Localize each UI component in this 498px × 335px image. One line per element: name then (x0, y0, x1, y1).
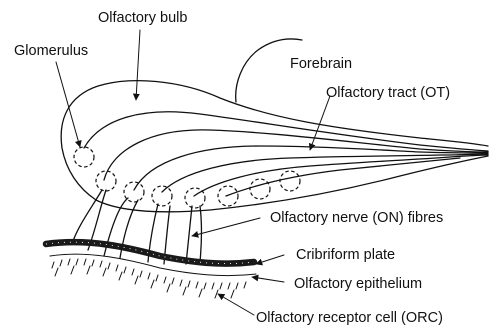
glomerulus-circle (152, 186, 172, 206)
glomeruli (74, 147, 300, 208)
glomerulus-circle (280, 171, 300, 191)
olfactory-tract-lower-outline (96, 156, 488, 212)
glomerulus-label: Glomerulus (14, 43, 88, 59)
receptor-cell-label: Olfactory receptor cell (ORC) (256, 310, 443, 326)
olfactory-bulb-label: Olfactory bulb (98, 10, 187, 26)
forebrain-label: Forebrain (290, 56, 352, 72)
cribriform-plate-arrow (256, 255, 284, 264)
cribriform-plate-label: Cribriform plate (296, 247, 395, 263)
glomerulus-circle (74, 147, 94, 167)
glomerulus-arrow (56, 62, 80, 147)
olfactory-epithelium-label: Olfactory epithelium (294, 276, 422, 292)
glomerulus-circle (218, 186, 238, 206)
tract-fibres (84, 112, 488, 196)
receptor-cell-arrow (218, 294, 254, 315)
glomerulus-circle (185, 188, 205, 208)
olfactory-tract-label: Olfactory tract (OT) (326, 85, 450, 101)
olfactory-nerve-arrow (192, 218, 260, 236)
olfactory-epithelium-arrow (252, 277, 284, 282)
glomerulus-circle (250, 179, 270, 199)
leader-lines (56, 30, 330, 315)
olfactory-bulb-arrow (136, 30, 140, 100)
olfactory-nerve-label: Olfactory nerve (ON) fibres (270, 210, 443, 226)
